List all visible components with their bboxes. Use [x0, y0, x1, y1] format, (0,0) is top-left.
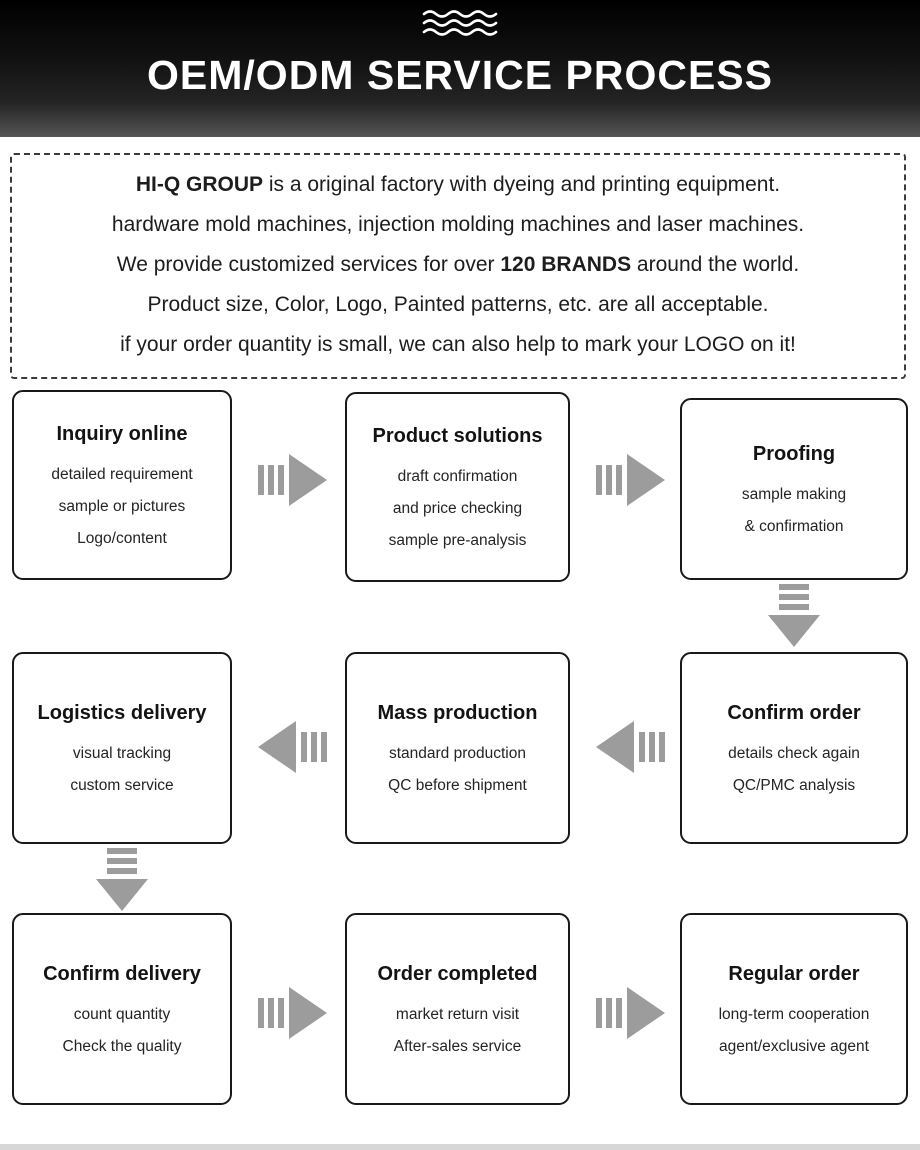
- flow-box-title: Confirm order: [727, 701, 861, 724]
- flow-box-line: details check again: [728, 744, 860, 762]
- arrow-bar: [779, 594, 809, 600]
- arrow-bar: [649, 732, 655, 762]
- flow-arrow-down-icon: [768, 584, 820, 647]
- flow-box-line: sample pre-analysis: [388, 531, 527, 549]
- flow-box-line: visual tracking: [72, 744, 172, 762]
- flow-arrow-right-icon: [596, 454, 665, 506]
- intro-line: if your order quantity is small, we can …: [120, 333, 796, 356]
- flow-box-line: & confirmation: [744, 517, 844, 535]
- arrow-bar: [779, 584, 809, 590]
- arrow-bar: [606, 998, 612, 1028]
- flow-box-proofing: Proofing sample making & confirmation: [680, 398, 908, 580]
- flow-arrow-left-icon: [258, 721, 327, 773]
- flow-box-line: draft confirmation: [397, 467, 518, 485]
- flow-arrow-right-icon: [258, 987, 327, 1039]
- arrow-bars: [596, 998, 622, 1028]
- arrow-bar: [107, 868, 137, 874]
- flow-box-title: Regular order: [728, 962, 860, 985]
- arrow-head: [258, 721, 296, 773]
- arrow-bar: [616, 998, 622, 1028]
- flow-box-title: Mass production: [377, 701, 538, 724]
- flow-box-mass-production: Mass production standard production QC b…: [345, 652, 570, 844]
- flow-arrow-right-icon: [596, 987, 665, 1039]
- intro-line: HI-Q GROUP is a original factory with dy…: [135, 173, 781, 196]
- flow-arrow-left-icon: [596, 721, 665, 773]
- intro-box: HI-Q GROUP is a original factory with dy…: [10, 153, 906, 379]
- flow-box-inquiry-online: Inquiry online detailed requirement samp…: [12, 390, 232, 580]
- arrow-bar: [268, 465, 274, 495]
- arrow-bar: [596, 998, 602, 1028]
- arrow-bar: [107, 858, 137, 864]
- flow-box-confirm-delivery: Confirm delivery count quantity Check th…: [12, 913, 232, 1105]
- flow-box-line: standard production: [388, 744, 526, 762]
- intro-line: We provide customized services for over …: [116, 253, 800, 276]
- flow-box-title: Confirm delivery: [43, 962, 201, 985]
- flow-box-line: sample making: [741, 485, 847, 503]
- arrow-bar: [278, 465, 284, 495]
- arrow-bar: [301, 732, 307, 762]
- flow-box-line: count quantity: [73, 1005, 171, 1023]
- waves-icon: [421, 8, 499, 40]
- arrow-bar: [596, 465, 602, 495]
- flow-box-confirm-order: Confirm order details check again QC/PMC…: [680, 652, 908, 844]
- flow-box-line: QC/PMC analysis: [732, 776, 856, 794]
- page-title: OEM/ODM SERVICE PROCESS: [147, 52, 773, 98]
- arrow-head: [96, 879, 148, 911]
- flow-box-title: Proofing: [752, 442, 836, 465]
- flow-arrow-down-icon: [96, 848, 148, 911]
- flow-box-order-completed: Order completed market return visit Afte…: [345, 913, 570, 1105]
- intro-line: hardware mold machines, injection moldin…: [111, 213, 805, 236]
- flow-box-line: QC before shipment: [388, 776, 527, 794]
- arrow-bar: [258, 465, 264, 495]
- arrow-head: [768, 615, 820, 647]
- arrow-bars: [258, 998, 284, 1028]
- arrow-head: [596, 721, 634, 773]
- header-banner: OEM/ODM SERVICE PROCESS: [0, 0, 920, 137]
- flow-box-line: agent/exclusive agent: [719, 1037, 869, 1055]
- arrow-head: [289, 987, 327, 1039]
- flow-box-title: Inquiry online: [56, 422, 188, 445]
- arrow-bar: [278, 998, 284, 1028]
- arrow-bar: [311, 732, 317, 762]
- arrow-bar: [616, 465, 622, 495]
- arrow-bars: [107, 848, 137, 874]
- flow-box-line: and price checking: [392, 499, 523, 517]
- flow-box-logistics-delivery: Logistics delivery visual tracking custo…: [12, 652, 232, 844]
- flow-box-line: Logo/content: [77, 529, 167, 547]
- arrow-bar: [779, 604, 809, 610]
- arrow-bars: [596, 465, 622, 495]
- flow-box-product-solutions: Product solutions draft confirmation and…: [345, 392, 570, 582]
- arrow-head: [289, 454, 327, 506]
- arrow-bar: [268, 998, 274, 1028]
- flow-arrow-right-icon: [258, 454, 327, 506]
- arrow-head: [627, 454, 665, 506]
- arrow-bars: [301, 732, 327, 762]
- flow-box-line: sample or pictures: [58, 497, 186, 515]
- arrow-bar: [107, 848, 137, 854]
- intro-line: Product size, Color, Logo, Painted patte…: [147, 293, 769, 316]
- flow-box-title: Order completed: [377, 962, 538, 985]
- arrow-bar: [258, 998, 264, 1028]
- bottom-divider: [0, 1144, 920, 1150]
- arrow-bar: [659, 732, 665, 762]
- arrow-bars: [639, 732, 665, 762]
- flow-box-line: market return visit: [395, 1005, 520, 1023]
- flow-box-title: Logistics delivery: [37, 701, 207, 724]
- flow-box-regular-order: Regular order long-term cooperation agen…: [680, 913, 908, 1105]
- flow-box-title: Product solutions: [372, 424, 543, 447]
- arrow-bar: [606, 465, 612, 495]
- arrow-head: [627, 987, 665, 1039]
- arrow-bar: [321, 732, 327, 762]
- flow-box-line: long-term cooperation: [718, 1005, 870, 1023]
- flow-box-line: detailed requirement: [51, 465, 193, 483]
- arrow-bars: [779, 584, 809, 610]
- flow-box-line: Check the quality: [62, 1037, 182, 1055]
- flow-box-line: custom service: [70, 776, 174, 794]
- flow-box-line: After-sales service: [393, 1037, 522, 1055]
- arrow-bars: [258, 465, 284, 495]
- arrow-bar: [639, 732, 645, 762]
